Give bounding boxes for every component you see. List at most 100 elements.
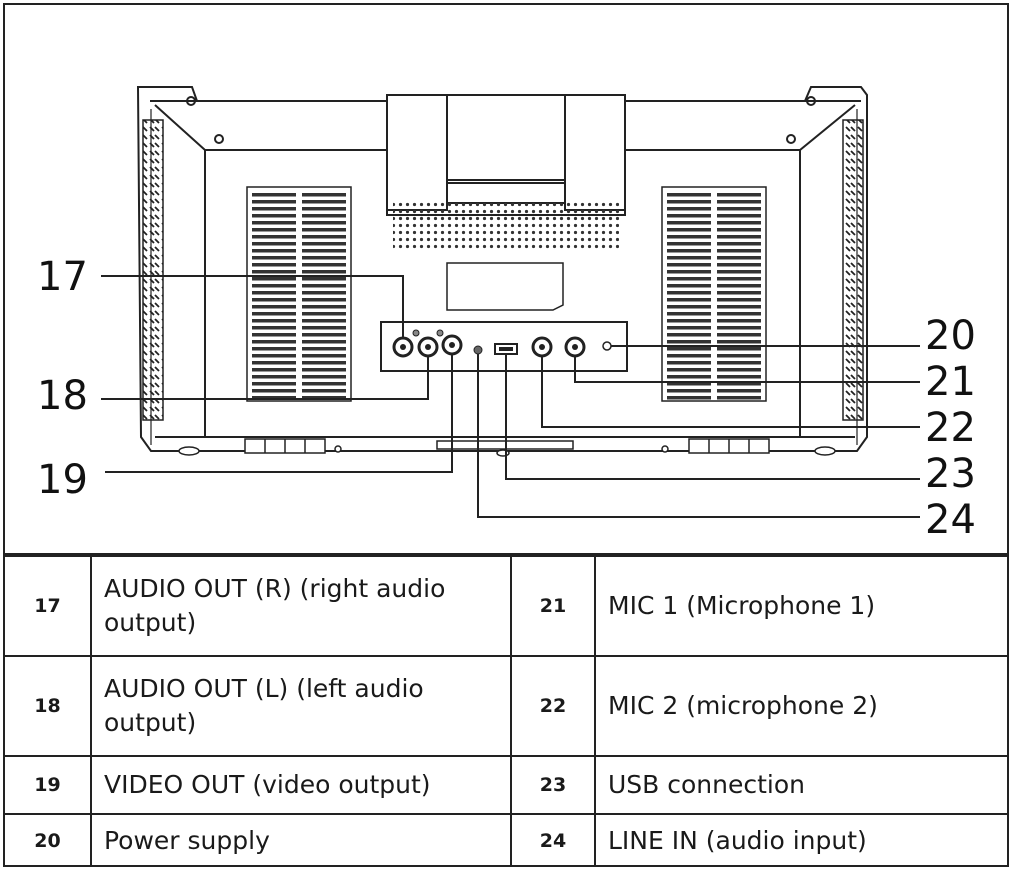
vent-slot (252, 312, 296, 316)
vent-slot (667, 298, 711, 302)
vent-slot (667, 263, 711, 267)
connector-panel (380, 321, 628, 372)
vent-slot (667, 291, 711, 295)
vent-slot (717, 326, 761, 330)
vent-slot (252, 291, 296, 295)
leader-line-23 (505, 354, 920, 480)
audio-out-l-jack (417, 329, 444, 358)
legend-description: LINE IN (audio input) (594, 813, 1007, 866)
vent-slot (252, 389, 296, 393)
vent-slot (667, 354, 711, 358)
vent-slot (302, 368, 346, 372)
vent-slot (667, 319, 711, 323)
left-vent-slots (246, 186, 352, 402)
legend-description: AUDIO OUT (R) (right audio output) (90, 555, 512, 657)
legend-description: USB connection (594, 755, 1007, 815)
vent-slot (252, 193, 296, 197)
vent-slot (667, 389, 711, 393)
vent-slot (717, 298, 761, 302)
vent-slot (717, 305, 761, 309)
rating-label-plate (446, 262, 564, 311)
vent-slot (667, 284, 711, 288)
vent-slot (717, 361, 761, 365)
vent-slot (252, 368, 296, 372)
right-side-grille (842, 119, 864, 421)
vent-slot (667, 333, 711, 337)
vent-slot (667, 326, 711, 330)
leader-line-22 (541, 356, 920, 428)
vent-slot (302, 361, 346, 365)
vent-slot (252, 305, 296, 309)
vent-slot (667, 256, 711, 260)
figure-frame: 17 18 19 20 21 22 23 24 17 AUDIO OUT (R)… (3, 3, 1009, 867)
vent-slot (667, 228, 711, 232)
vent-slot (302, 298, 346, 302)
callout-21: 21 (925, 359, 976, 405)
vent-slot (717, 256, 761, 260)
vent-slot (667, 235, 711, 239)
legend-number: 21 (510, 555, 596, 657)
vent-slot (302, 312, 346, 316)
vent-slot (252, 298, 296, 302)
legend-description: Power supply (90, 813, 512, 866)
vent-slot (302, 207, 346, 211)
legend-number: 22 (510, 655, 596, 757)
vent-slot (717, 277, 761, 281)
vent-slot (302, 389, 346, 393)
mic-1-jack (564, 336, 586, 358)
vent-slot (717, 235, 761, 239)
vent-slot (667, 375, 711, 379)
vent-slot (252, 340, 296, 344)
callout-19: 19 (37, 457, 88, 503)
legend-description: MIC 1 (Microphone 1) (594, 555, 1007, 657)
vent-slot (252, 326, 296, 330)
vent-slot (252, 228, 296, 232)
vent-slot (252, 333, 296, 337)
vent-slot (252, 235, 296, 239)
left-side-grille (142, 119, 164, 421)
vent-slot (717, 284, 761, 288)
vent-slot (302, 284, 346, 288)
vent-slot (302, 326, 346, 330)
vent-slot (302, 340, 346, 344)
vent-slot (252, 382, 296, 386)
legend-number: 17 (5, 555, 92, 657)
vent-slot (252, 214, 296, 218)
legend-description: VIDEO OUT (video output) (90, 755, 512, 815)
vent-slot (717, 312, 761, 316)
vent-slot (302, 242, 346, 246)
vent-slot (252, 270, 296, 274)
vent-slot (302, 319, 346, 323)
vent-slot (667, 207, 711, 211)
legend-description: AUDIO OUT (L) (left audio output) (90, 655, 512, 757)
usb-port (494, 343, 518, 355)
vent-slot (667, 305, 711, 309)
legend-number: 19 (5, 755, 92, 815)
device-rear-illustration: 17 18 19 20 21 22 23 24 (37, 86, 976, 543)
vent-slot (252, 375, 296, 379)
callout-20: 20 (925, 313, 976, 359)
vent-slot (667, 368, 711, 372)
vent-slot (717, 291, 761, 295)
leader-line-19 (105, 354, 453, 473)
callout-23: 23 (925, 451, 976, 497)
vent-slot (252, 221, 296, 225)
vent-slot (717, 214, 761, 218)
vent-slot (667, 214, 711, 218)
vent-slot (667, 347, 711, 351)
vent-slot (302, 375, 346, 379)
legend-row: 17 AUDIO OUT (R) (right audio output) 21… (5, 555, 1007, 657)
vent-slot (717, 270, 761, 274)
vent-slot (667, 193, 711, 197)
video-out-jack (441, 334, 463, 356)
vent-slot (717, 368, 761, 372)
vent-slot (667, 249, 711, 253)
audio-out-r-jack (392, 329, 420, 358)
vent-slot (252, 200, 296, 204)
device-rear-diagram: 17 18 19 20 21 22 23 24 (5, 5, 1007, 555)
vent-slot (302, 333, 346, 337)
legend-number: 20 (5, 813, 92, 866)
legend-number: 24 (510, 813, 596, 866)
callout-17: 17 (37, 254, 88, 300)
vent-slot (717, 249, 761, 253)
